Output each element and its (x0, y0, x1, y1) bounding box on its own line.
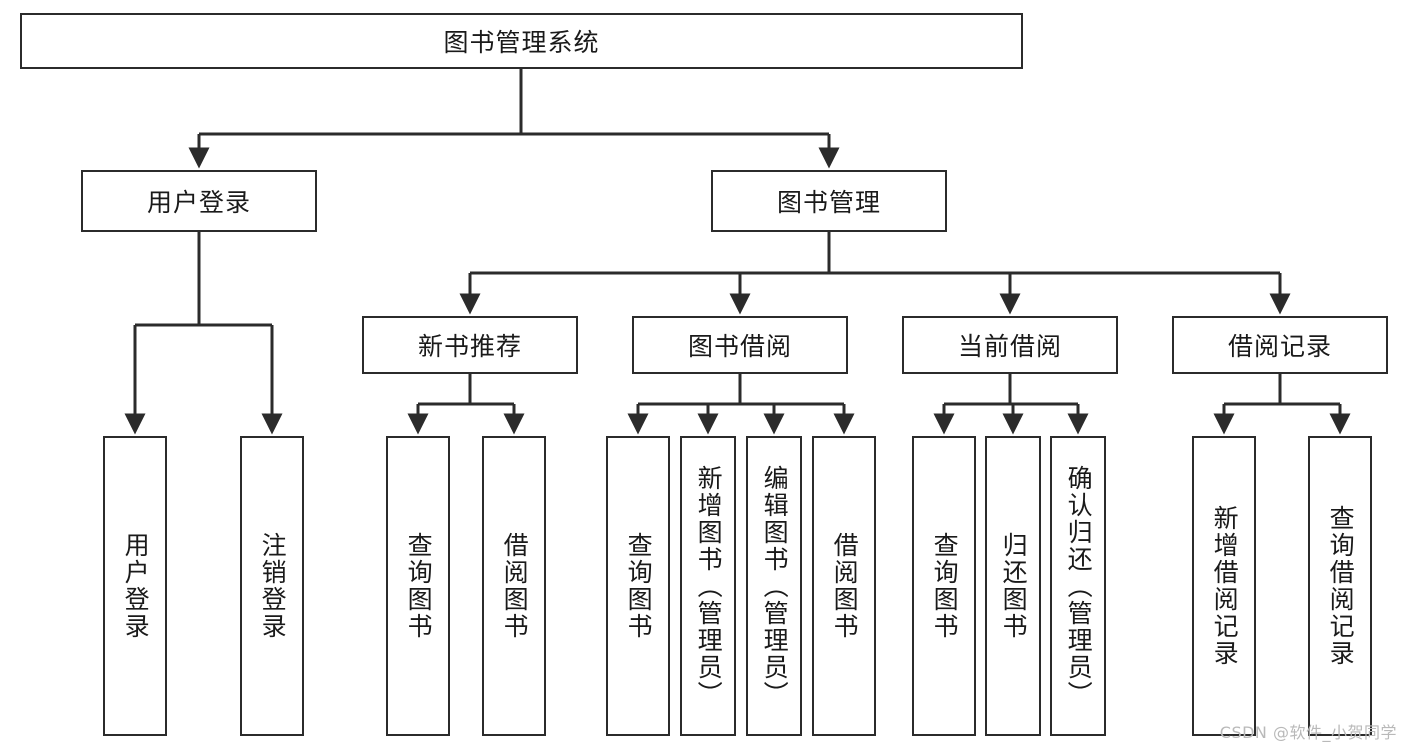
node-borrow-record[interactable]: 借阅记录 (1172, 316, 1388, 374)
node-leaf-edit-book-admin[interactable]: 编辑图书（管理员） (746, 436, 802, 736)
node-new-book-recommend-label: 新书推荐 (417, 332, 522, 361)
node-leaf-user-login-label: 用户登录 (121, 532, 151, 640)
node-current-borrow-label: 当前借阅 (957, 332, 1062, 361)
node-leaf-add-borrow-record[interactable]: 新增借阅记录 (1192, 436, 1256, 736)
node-leaf-query-book-1-label: 查询图书 (404, 532, 434, 640)
node-leaf-return-book[interactable]: 归还图书 (985, 436, 1041, 736)
node-leaf-borrow-book-1[interactable]: 借阅图书 (482, 436, 546, 736)
node-user-login[interactable]: 用户登录 (81, 170, 317, 232)
node-leaf-confirm-return-admin-label: 确认归还（管理员） (1064, 464, 1094, 708)
node-root-label: 图书管理系统 (443, 28, 600, 57)
node-leaf-query-borrow-record-label: 查询借阅记录 (1326, 505, 1356, 667)
node-book-borrow-label: 图书借阅 (687, 332, 792, 361)
node-book-manage[interactable]: 图书管理 (711, 170, 947, 232)
node-current-borrow[interactable]: 当前借阅 (902, 316, 1118, 374)
node-root[interactable]: 图书管理系统 (20, 13, 1023, 69)
node-leaf-edit-book-admin-label: 编辑图书（管理员） (760, 464, 790, 708)
node-leaf-user-logout-label: 注销登录 (258, 532, 288, 640)
node-book-borrow[interactable]: 图书借阅 (632, 316, 848, 374)
node-leaf-add-book-admin-label: 新增图书（管理员） (694, 464, 724, 708)
node-leaf-user-logout[interactable]: 注销登录 (240, 436, 304, 736)
node-leaf-user-login[interactable]: 用户登录 (103, 436, 167, 736)
node-leaf-query-book-1[interactable]: 查询图书 (386, 436, 450, 736)
node-user-login-label: 用户登录 (146, 188, 251, 217)
node-new-book-recommend[interactable]: 新书推荐 (362, 316, 578, 374)
node-leaf-query-book-3[interactable]: 查询图书 (912, 436, 976, 736)
node-leaf-add-borrow-record-label: 新增借阅记录 (1210, 505, 1240, 667)
node-leaf-return-book-label: 归还图书 (999, 532, 1029, 640)
node-leaf-confirm-return-admin[interactable]: 确认归还（管理员） (1050, 436, 1106, 736)
node-leaf-query-book-3-label: 查询图书 (930, 532, 960, 640)
node-borrow-record-label: 借阅记录 (1227, 332, 1332, 361)
node-leaf-borrow-book-2[interactable]: 借阅图书 (812, 436, 876, 736)
node-leaf-add-book-admin[interactable]: 新增图书（管理员） (680, 436, 736, 736)
node-book-manage-label: 图书管理 (776, 188, 881, 217)
node-leaf-query-book-2[interactable]: 查询图书 (606, 436, 670, 736)
node-leaf-query-book-2-label: 查询图书 (624, 532, 654, 640)
node-leaf-query-borrow-record[interactable]: 查询借阅记录 (1308, 436, 1372, 736)
node-leaf-borrow-book-2-label: 借阅图书 (830, 532, 860, 640)
node-leaf-borrow-book-1-label: 借阅图书 (500, 532, 530, 640)
